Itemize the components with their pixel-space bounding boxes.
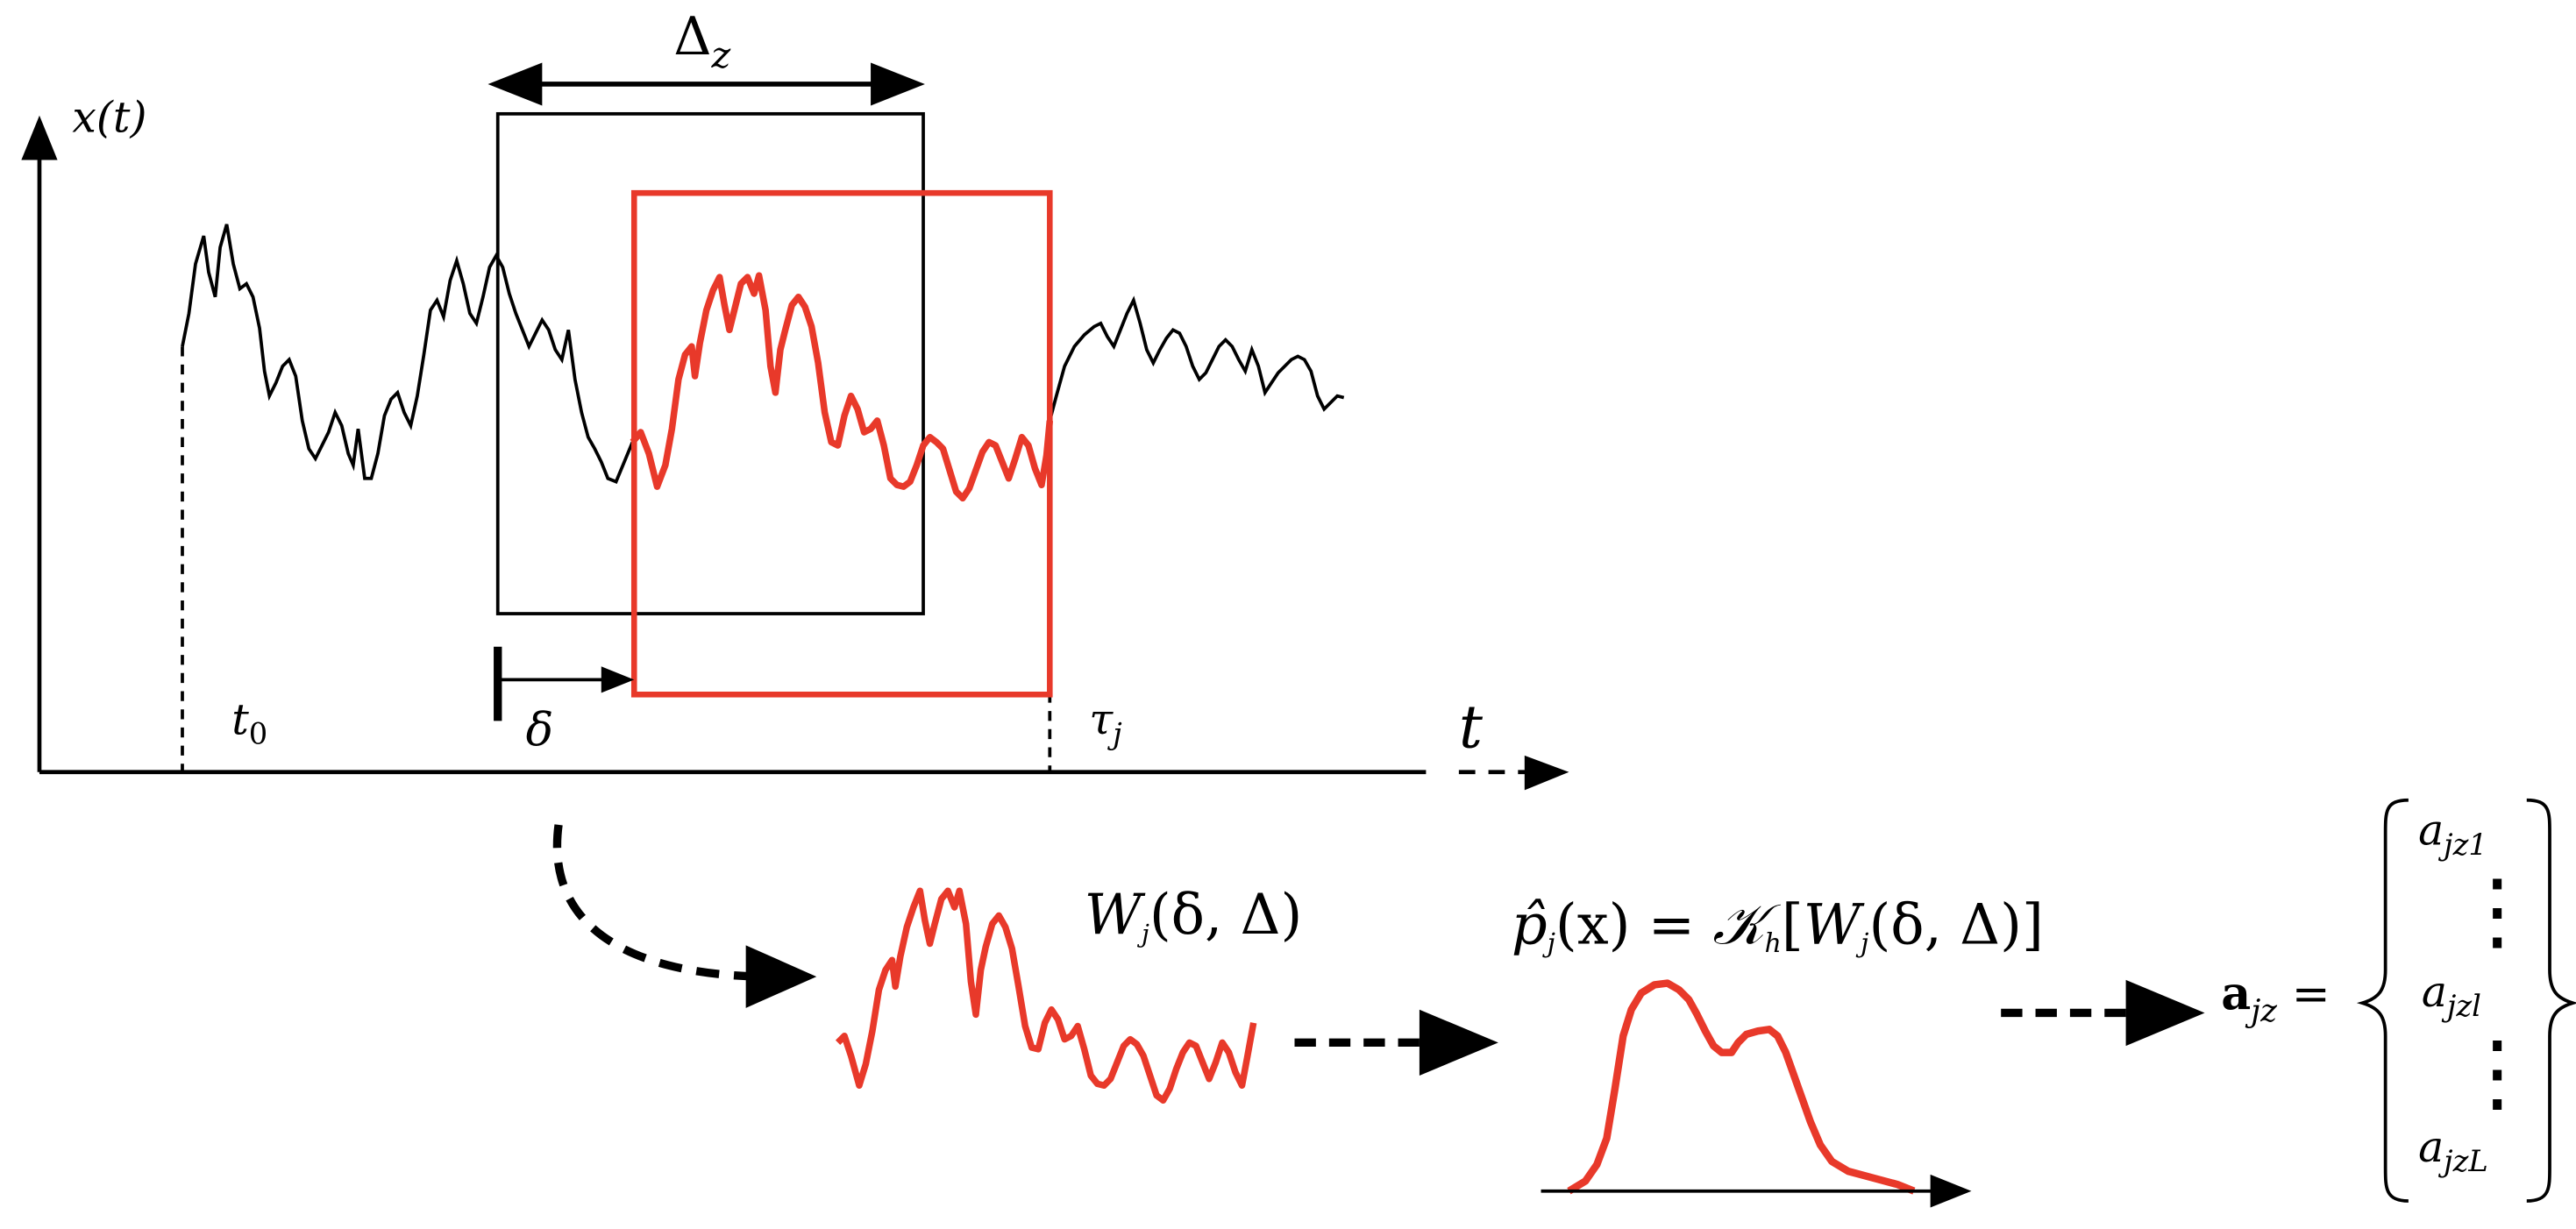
tau-label: τj [1089, 694, 1121, 750]
delta-shift-arrow-icon [601, 666, 635, 693]
x-axis-label: t [1459, 692, 1484, 761]
t0-label: t0 [231, 694, 267, 750]
vector-left-brace [2356, 798, 2409, 1203]
vector-vdots-lower: ⋮ [2454, 1023, 2539, 1123]
window-width-label: Δz [673, 6, 730, 76]
window-width-arrow-right-icon [871, 62, 925, 106]
density-curve [1567, 979, 1916, 1195]
y-axis-arrow-icon [21, 115, 58, 160]
y-axis-label: x(t) [72, 92, 146, 142]
dashed-arrow-to-density-icon [1419, 1009, 1498, 1076]
delta-label: δ [526, 704, 554, 757]
vector-right-brace [2526, 798, 2576, 1203]
signal-curve-tail [1048, 295, 1345, 422]
extracted-window-curve [835, 887, 1257, 1104]
vector-entry-last: ajzL [2418, 1122, 2488, 1178]
density-formula: p̂j(x) = 𝒦h[Wj(δ, Δ)] [1512, 892, 2044, 959]
vector-entry-first: ajz1 [2418, 805, 2487, 861]
window-width-arrow-left-icon [487, 62, 543, 106]
dashed-arrow-to-vector-icon [2125, 979, 2205, 1047]
vector-name: ajz = [2221, 968, 2330, 1029]
vector-entry-middle: ajzl [2422, 967, 2481, 1023]
reference-window [495, 111, 925, 615]
axes [21, 115, 1569, 791]
vector-vdots-upper: ⋮ [2454, 861, 2539, 961]
windowed-signal-segment [630, 272, 1054, 502]
density-axis-arrow-icon [1930, 1174, 1972, 1208]
curved-dashed-arrow [552, 824, 759, 981]
curved-dashed-arrow-icon [745, 945, 817, 1008]
x-axis-arrow-icon [1524, 755, 1569, 791]
window-function-label: Wj(δ, Δ) [1085, 883, 1303, 948]
signal-curve [181, 224, 635, 484]
